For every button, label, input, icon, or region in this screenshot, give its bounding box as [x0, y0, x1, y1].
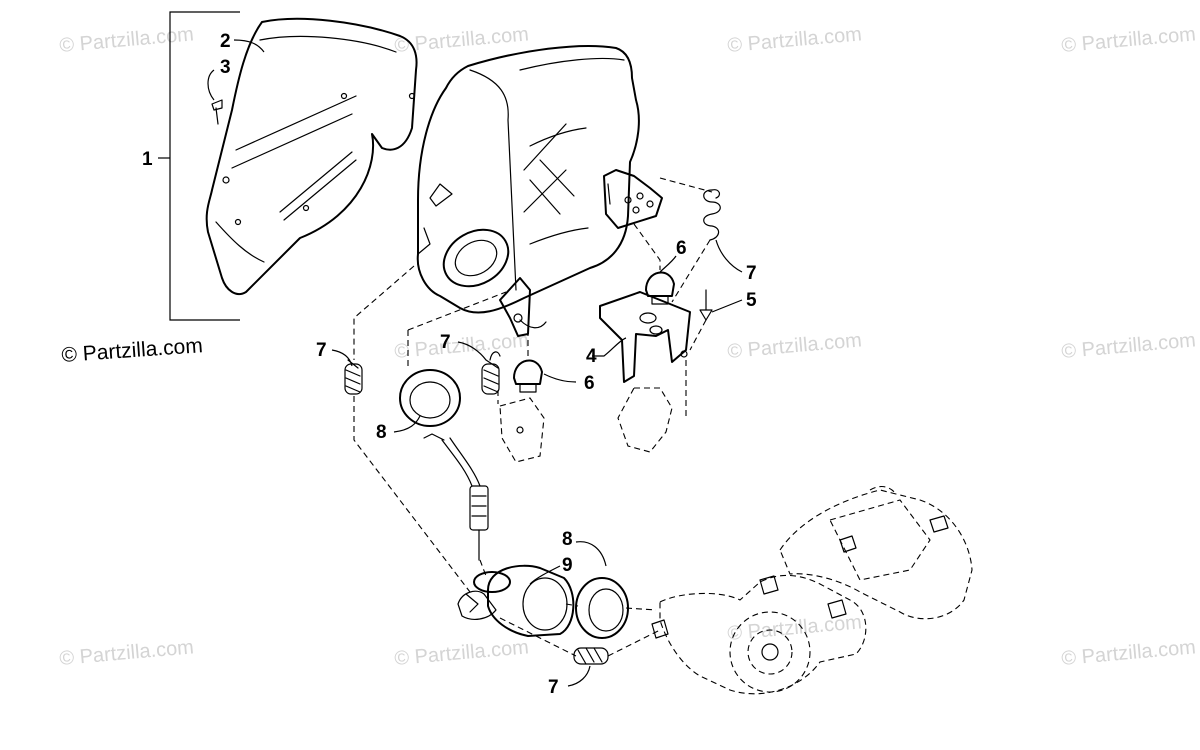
- copyright-notice: © Partzilla.com: [61, 334, 204, 367]
- gasket: [575, 577, 629, 639]
- pin: [699, 289, 713, 321]
- exhaust-collector: [457, 564, 575, 637]
- callout-6b: 6: [584, 373, 595, 394]
- heat-shield: [205, 17, 418, 296]
- assembly-bracket: [158, 11, 240, 321]
- callout-7c: 7: [440, 332, 451, 353]
- watermark: © Partzilla.com: [727, 23, 863, 57]
- callout-7d: 7: [548, 677, 559, 698]
- muffler-bracket: [499, 277, 547, 337]
- spring: [481, 351, 501, 395]
- callout-4: 4: [586, 346, 597, 367]
- watermark: © Partzilla.com: [394, 23, 530, 57]
- callout-3: 3: [220, 57, 231, 78]
- watermark: © Partzilla.com: [1061, 636, 1197, 670]
- grommet: [513, 359, 543, 393]
- watermark: © Partzilla.com: [727, 611, 863, 645]
- watermark: © Partzilla.com: [394, 329, 530, 363]
- gasket: [399, 369, 461, 427]
- callout-1: 1: [142, 149, 153, 170]
- callout-5: 5: [746, 290, 757, 311]
- muffler-outlet: [442, 228, 510, 288]
- spring: [703, 189, 721, 241]
- engine: [651, 485, 973, 695]
- rivet: [211, 99, 223, 125]
- watermark: © Partzilla.com: [727, 329, 863, 363]
- callout-8a: 8: [376, 422, 387, 443]
- spring: [573, 647, 609, 665]
- mounting-bracket: [599, 291, 691, 453]
- watermark: © Partzilla.com: [59, 636, 195, 670]
- assembly-lines: [353, 177, 713, 657]
- lower-bracket: [499, 397, 545, 463]
- callout-9: 9: [562, 555, 573, 576]
- callout-7b: 7: [316, 340, 327, 361]
- callout-6a: 6: [676, 238, 687, 259]
- watermark: © Partzilla.com: [1061, 329, 1197, 363]
- spring: [344, 359, 363, 395]
- callout-7a: 7: [746, 263, 757, 284]
- muffler-mount-plate: [603, 169, 663, 229]
- watermark: © Partzilla.com: [1061, 23, 1197, 57]
- callout-2: 2: [220, 31, 231, 52]
- watermark: © Partzilla.com: [59, 23, 195, 57]
- sensor: [423, 433, 489, 561]
- leader-lines: [207, 39, 743, 687]
- callout-8b: 8: [562, 529, 573, 550]
- callouts: 1 2 3 4 5 6 6 7 7 7 7 8 8 9: [142, 31, 757, 698]
- watermark: © Partzilla.com: [394, 636, 530, 670]
- grommet: [645, 271, 675, 305]
- muffler: [416, 45, 640, 314]
